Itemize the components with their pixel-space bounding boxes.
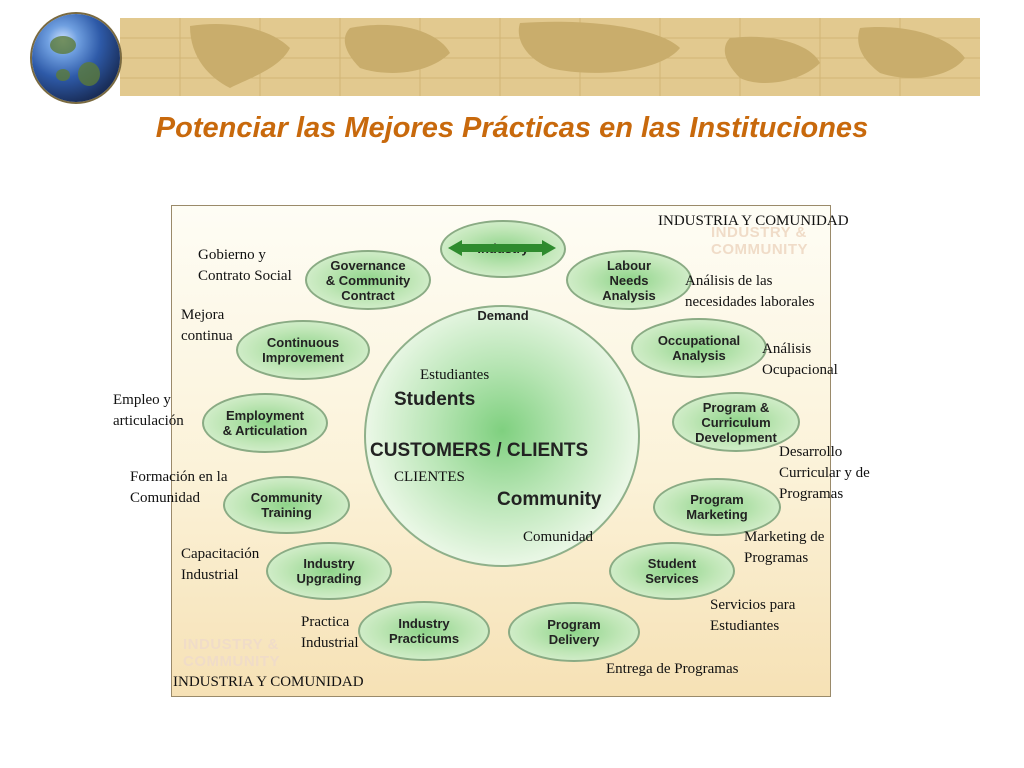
label-gobierno: Gobierno y Contrato Social — [198, 247, 292, 284]
node-occupational-analysis: Occupational Analysis — [631, 318, 767, 378]
node-industry-practicums: Industry Practicums — [358, 601, 490, 661]
label-formacion: Formación en la Comunidad — [130, 469, 228, 506]
center-customers-text: CUSTOMERS / CLIENTS — [370, 440, 589, 461]
node-program-curriculum: Program & Curriculum Development — [672, 392, 800, 452]
customers-clients-circle — [364, 305, 640, 567]
label-comunidad: Comunidad — [523, 529, 593, 545]
node-program-delivery: Program Delivery — [508, 602, 640, 662]
label-industria-top: INDUSTRIA Y COMUNIDAD — [658, 213, 849, 229]
label-marketing: Marketing de Programas — [744, 529, 825, 566]
world-map-graphic — [120, 18, 980, 96]
label-industria-bottom: INDUSTRIA Y COMUNIDAD — [173, 674, 364, 690]
node-student-services: Student Services — [609, 542, 735, 600]
globe-icon — [32, 14, 120, 102]
node-community-training: Community Training — [223, 476, 350, 534]
corner-label-bottom-left: INDUSTRY & COMMUNITY — [183, 636, 280, 670]
label-mejora: Mejora continua — [181, 307, 233, 344]
center-community-text: Community — [497, 489, 602, 510]
node-industry-upgrading: Industry Upgrading — [266, 542, 392, 600]
label-desarrollo: Desarrollo Curricular y de Programas — [779, 444, 870, 502]
label-clientes: CLIENTES — [394, 469, 465, 485]
corner-label-top-right: INDUSTRY & COMMUNITY — [711, 224, 808, 258]
node-employment-articulation: Employment & Articulation — [202, 393, 328, 453]
label-empleo: Empleo y articulación — [113, 392, 184, 429]
label-servicios: Servicios para Estudiantes — [710, 597, 796, 634]
label-analisis-laborales: Análisis de las necesidades laborales — [685, 273, 815, 310]
label-capacitacion: Capacitación Industrial — [181, 546, 260, 583]
node-continuous-improvement: Continuous Improvement — [236, 320, 370, 380]
node-demand-label: Demand — [477, 308, 529, 323]
label-entrega: Entrega de Programas — [606, 661, 739, 677]
label-practica: Practica Industrial — [301, 614, 359, 651]
header-map-banner — [120, 18, 980, 96]
page-title: Potenciar las Mejores Prácticas en las I… — [155, 112, 869, 144]
center-students-text: Students — [394, 389, 476, 410]
label-estudiantes: Estudiantes — [420, 367, 490, 383]
label-analisis-ocupacional: Análisis Ocupacional — [762, 341, 838, 378]
node-labour-needs: Labour Needs Analysis — [566, 250, 692, 310]
node-governance: Governance & Community Contract — [305, 250, 431, 310]
node-program-marketing: Program Marketing — [653, 478, 781, 536]
double-arrow-icon — [448, 240, 556, 256]
